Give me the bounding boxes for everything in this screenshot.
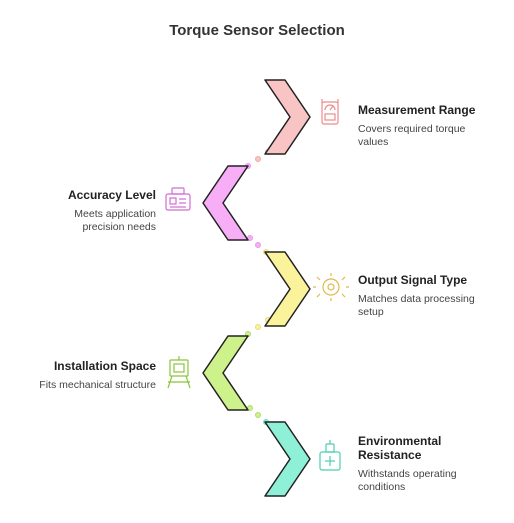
connector-dots [245,149,271,425]
step-4-label: Installation Space Fits mechanical struc… [16,359,156,392]
step-description: Withstands operating conditions [358,468,457,493]
chevron-step-5 [264,421,311,497]
step-5-label: Environmental Resistance Withstands oper… [358,434,498,494]
signal-gear-icon [313,273,349,301]
step-description: Meets application precision needs [74,208,156,233]
step-description: Fits mechanical structure [39,379,156,391]
step-2-label: Accuracy Level Meets application precisi… [16,188,156,234]
easel-frame-icon [167,356,191,389]
step-3-label: Output Signal Type Matches data processi… [358,273,498,319]
chevron-step-4 [202,335,249,411]
step-title: Measurement Range [358,103,476,117]
step-title: Output Signal Type [358,273,468,287]
step-title: Accuracy Level [67,188,156,202]
step-description: Matches data processing setup [358,293,475,318]
step-title: Installation Space [53,359,156,373]
step-title: Environmental Resistance [358,434,442,462]
gauge-meter-icon [321,99,339,125]
chevron-step-3 [264,251,311,327]
step-description: Covers required torque values [358,123,466,148]
chevron-step-2 [202,165,249,241]
diagram-title: Torque Sensor Selection [169,22,345,39]
step-1-label: Measurement Range Covers required torque… [358,103,498,149]
chevron-step-1 [264,79,311,155]
calibration-device-icon [165,187,191,211]
weather-station-icon [319,440,341,471]
